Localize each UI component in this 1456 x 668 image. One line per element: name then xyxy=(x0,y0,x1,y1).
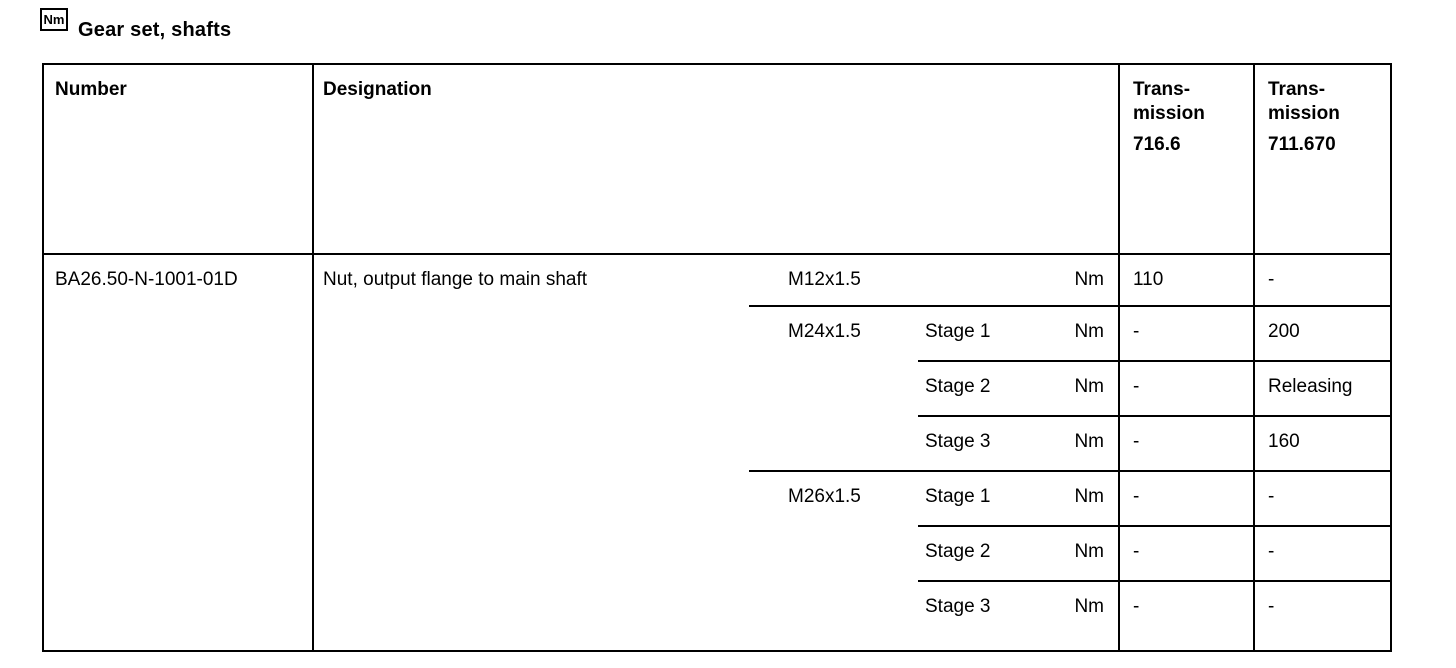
column-header-transmission-711: Trans- mission 711.670 xyxy=(1268,78,1340,157)
trans711-value-cell: 160 xyxy=(1268,431,1300,452)
trans711-value-cell: - xyxy=(1268,596,1275,617)
trans716-value-cell: - xyxy=(1133,486,1140,507)
unit-cell: Nm xyxy=(1074,269,1104,290)
trans711-value-cell: - xyxy=(1268,269,1275,290)
stage-cell: Stage 2 xyxy=(925,376,991,397)
transmission-model-716: 716.6 xyxy=(1133,134,1181,155)
divider-row1 xyxy=(749,305,1390,307)
column-header-transmission-716: Trans- mission 716.6 xyxy=(1133,78,1205,157)
table-row: M26x1.5 Stage 1 Nm - - xyxy=(44,472,1390,527)
divider-row2 xyxy=(918,360,1390,362)
nm-torque-icon: Nm xyxy=(40,8,68,31)
page-title: Gear set, shafts xyxy=(78,19,232,41)
trans711-value-cell: 200 xyxy=(1268,321,1300,342)
divider-row5 xyxy=(918,525,1390,527)
trans716-value-cell: - xyxy=(1133,321,1140,342)
trans711-value-cell: - xyxy=(1268,541,1275,562)
trans716-value-cell: - xyxy=(1133,596,1140,617)
table-row: Stage 2 Nm - - xyxy=(44,527,1390,582)
divider-row3 xyxy=(918,415,1390,417)
thread-cell: M24x1.5 xyxy=(788,321,861,342)
transmission-model-711: 711.670 xyxy=(1268,134,1336,155)
unit-cell: Nm xyxy=(1074,321,1104,342)
transmission-label-line2: mission xyxy=(1268,103,1340,124)
unit-cell: Nm xyxy=(1074,431,1104,452)
torque-spec-table: Number Designation Trans- mission 716.6 … xyxy=(42,63,1392,652)
trans716-value-cell: - xyxy=(1133,376,1140,397)
column-header-designation: Designation xyxy=(323,79,432,100)
unit-cell: Nm xyxy=(1074,486,1104,507)
transmission-label-line1: Trans- xyxy=(1133,79,1191,100)
stage-cell: Stage 1 xyxy=(925,321,991,342)
number-cell: BA26.50-N-1001-01D xyxy=(55,269,238,290)
divider-row4 xyxy=(749,470,1390,472)
divider-designation-trans716 xyxy=(1118,65,1120,650)
page-header: Nm Gear set, shafts xyxy=(40,8,231,42)
table-row: M12x1.5 Nm 110 - xyxy=(44,255,1390,307)
divider-trans716-trans711 xyxy=(1253,65,1255,650)
divider-row6 xyxy=(918,580,1390,582)
column-header-number: Number xyxy=(55,79,127,100)
transmission-label-line1: Trans- xyxy=(1268,79,1326,100)
stage-cell: Stage 2 xyxy=(925,541,991,562)
table-row: M24x1.5 Stage 1 Nm - 200 xyxy=(44,307,1390,362)
table-row: Stage 3 Nm - - xyxy=(44,582,1390,652)
trans716-value-cell: - xyxy=(1133,431,1140,452)
unit-cell: Nm xyxy=(1074,596,1104,617)
divider-number-designation xyxy=(312,65,314,650)
trans716-value-cell: - xyxy=(1133,541,1140,562)
transmission-label-line2: mission xyxy=(1133,103,1205,124)
stage-cell: Stage 3 xyxy=(925,431,991,452)
stage-cell: Stage 3 xyxy=(925,596,991,617)
unit-cell: Nm xyxy=(1074,376,1104,397)
trans711-value-cell: Releasing xyxy=(1268,376,1353,397)
thread-cell: M26x1.5 xyxy=(788,486,861,507)
divider-header-bottom xyxy=(44,253,1390,255)
table-row: Stage 2 Nm - Releasing xyxy=(44,362,1390,417)
stage-cell: Stage 1 xyxy=(925,486,991,507)
table-row: Stage 3 Nm - 160 xyxy=(44,417,1390,472)
trans716-value-cell: 110 xyxy=(1133,269,1164,290)
trans711-value-cell: - xyxy=(1268,486,1275,507)
unit-cell: Nm xyxy=(1074,541,1104,562)
thread-cell: M12x1.5 xyxy=(788,269,861,290)
designation-cell: Nut, output flange to main shaft xyxy=(323,269,588,290)
